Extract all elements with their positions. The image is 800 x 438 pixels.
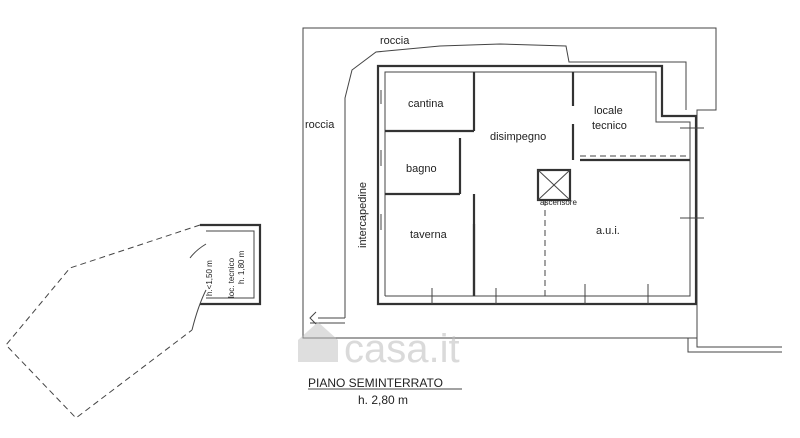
annex-label-height-2: h.<1,50 m: [205, 260, 214, 296]
room-label-locale: locale: [594, 105, 623, 117]
floor-height: h. 2,80 m: [358, 393, 408, 407]
watermark-text: casa.it: [344, 327, 460, 371]
room-label-intercapedine: intercapedine: [357, 182, 369, 248]
room-label-tecnico: tecnico: [592, 120, 627, 132]
terrain-label-roccia-top: roccia: [380, 35, 410, 47]
room-label-bagno: bagno: [406, 163, 437, 175]
elevator-label: ascensore: [540, 198, 577, 207]
terrace-line: [687, 338, 782, 353]
annex-label-height-1: h. 1,80 m: [237, 250, 246, 284]
house-icon: [298, 322, 338, 362]
room-label-aui: a.u.i.: [596, 225, 620, 237]
room-label-disimpegno: disimpegno: [490, 131, 546, 143]
annex-room: [5, 223, 262, 419]
floor-name: PIANO SEMINTERRATO: [308, 376, 443, 390]
terrain-label-roccia-left: roccia: [305, 119, 335, 131]
room-label-cantina: cantina: [408, 98, 444, 110]
room-label-taverna: taverna: [410, 229, 448, 241]
watermark: casa.it: [298, 322, 460, 371]
annex-label-loc-tecnico: loc. tecnico: [227, 257, 236, 298]
site-boundary: [302, 27, 717, 339]
main-walls: [376, 64, 704, 306]
